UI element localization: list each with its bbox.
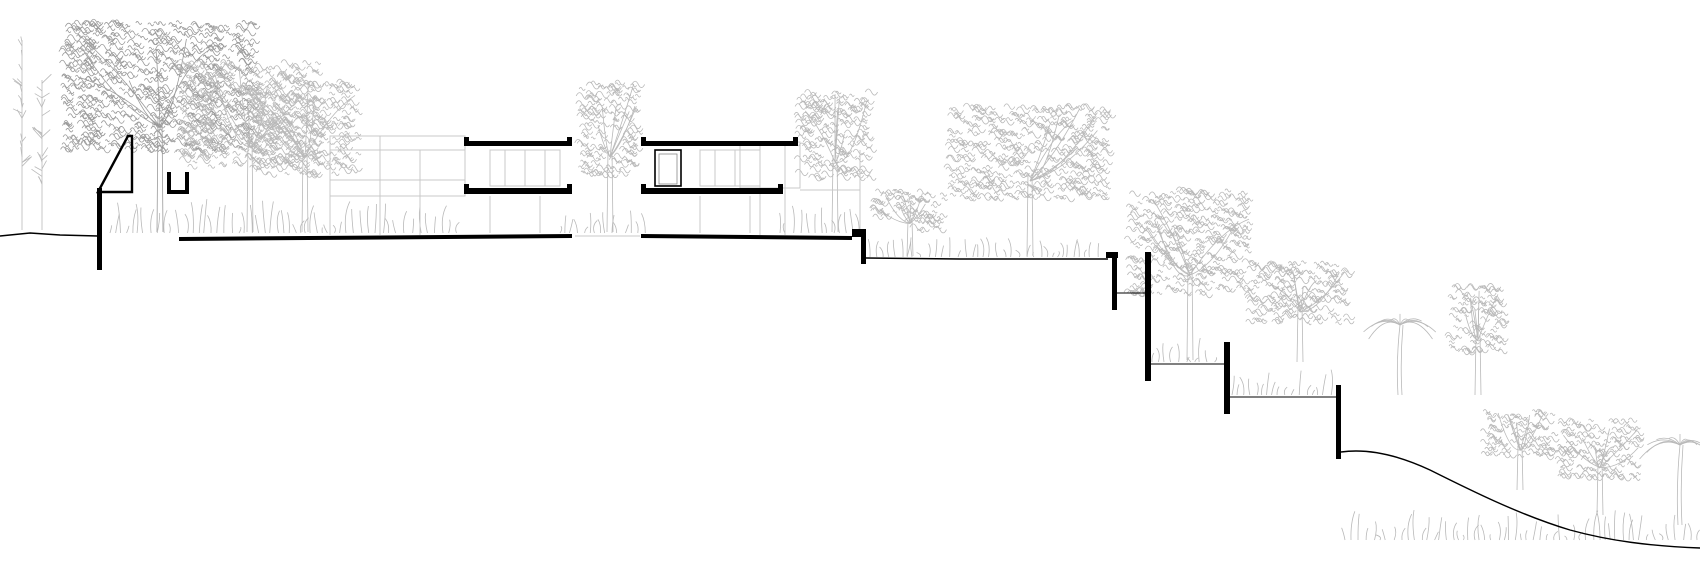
wedge-structure (95, 134, 134, 194)
tree-right-of-house (793, 88, 878, 233)
terrace-1-ground (865, 257, 1108, 260)
door-frame (654, 149, 682, 187)
retaining-wall-5 (1336, 385, 1341, 459)
section-cut (0, 134, 1700, 549)
shrubs-right (779, 205, 860, 234)
slab-edge-block (852, 229, 865, 237)
glazing-section-right (699, 149, 761, 187)
tree-slim-left-2 (31, 73, 52, 230)
tree-terrace-1-large (943, 102, 1117, 257)
tree-terrace-4 (1444, 283, 1510, 396)
groundcover-terrace-4 (1231, 369, 1333, 396)
groundcover-slope (1341, 510, 1700, 541)
tree-slope-1 (1480, 408, 1560, 491)
tree-slope-2 (1554, 417, 1645, 516)
tree-terrace-3 (1244, 260, 1356, 363)
building-elevation-beyond (329, 135, 861, 237)
shrub-terrace-1 (869, 188, 948, 257)
floor-slab-left (464, 188, 572, 194)
retaining-wall-entry (97, 188, 102, 270)
vegetation-layer (12, 18, 1700, 541)
groundcover-terrace-1 (867, 237, 1100, 258)
retaining-wall-4 (1224, 342, 1230, 414)
glazed-volume-left (329, 135, 466, 197)
tree-courtyard (574, 79, 646, 233)
palm-slope (1639, 434, 1700, 526)
shrubs-courtyard (559, 210, 646, 234)
ground-line-left (0, 232, 99, 237)
palm-terrace-4 (1363, 313, 1437, 396)
groundcover-terrace-3 (1151, 337, 1217, 363)
roof-slab-left (464, 141, 572, 146)
floor-slab-right (641, 188, 783, 194)
retaining-wall-3 (1145, 252, 1151, 381)
tree-slim-left (12, 36, 32, 230)
u-element (167, 172, 189, 194)
ground-slab-left (179, 234, 572, 241)
tree-terrace-2 (1123, 186, 1256, 361)
tree-canopy-mid-left (245, 78, 363, 233)
retaining-wall-2 (1112, 252, 1117, 310)
retaining-wall-1 (861, 229, 866, 264)
ground-slab-right (641, 234, 852, 240)
shrubs-left (109, 199, 460, 234)
lower-slope-ground (1340, 450, 1700, 549)
glazed-volume-right (739, 141, 801, 189)
roof-slab-right (641, 141, 798, 146)
